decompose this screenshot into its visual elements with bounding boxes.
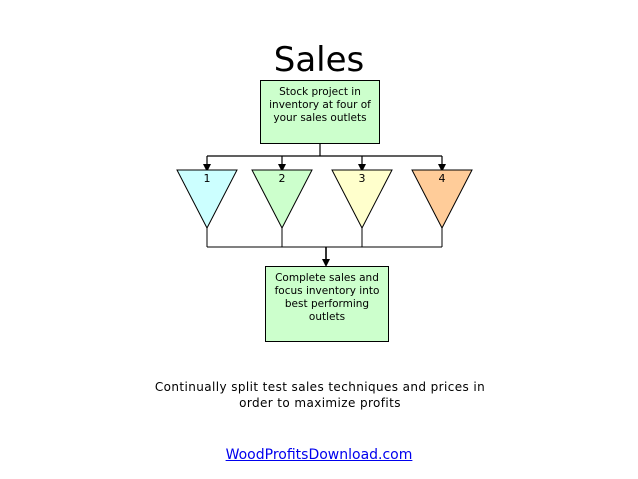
outlet-3-label: 3 bbox=[358, 172, 366, 185]
outlet-4-label: 4 bbox=[438, 172, 446, 185]
outlet-2-label: 2 bbox=[278, 172, 286, 185]
top-process-box: Stock project in inventory at four of yo… bbox=[260, 80, 380, 144]
outlet-3-triangle bbox=[331, 169, 393, 230]
caption-text: Continually split test sales techniques … bbox=[154, 380, 486, 410]
outlet-1-triangle bbox=[176, 169, 238, 230]
website-link[interactable]: WoodProfitsDownload.com bbox=[225, 447, 413, 463]
outlet-2-triangle bbox=[251, 169, 313, 230]
bottom-process-box: Complete sales and focus inventory into … bbox=[265, 266, 389, 342]
top-process-text: Stock project in inventory at four of yo… bbox=[269, 86, 371, 124]
bottom-process-text: Complete sales and focus inventory into … bbox=[274, 272, 380, 323]
slide-title: Sales bbox=[273, 40, 365, 80]
outlet-1-label: 1 bbox=[203, 172, 211, 185]
outlet-4-triangle bbox=[411, 169, 473, 230]
